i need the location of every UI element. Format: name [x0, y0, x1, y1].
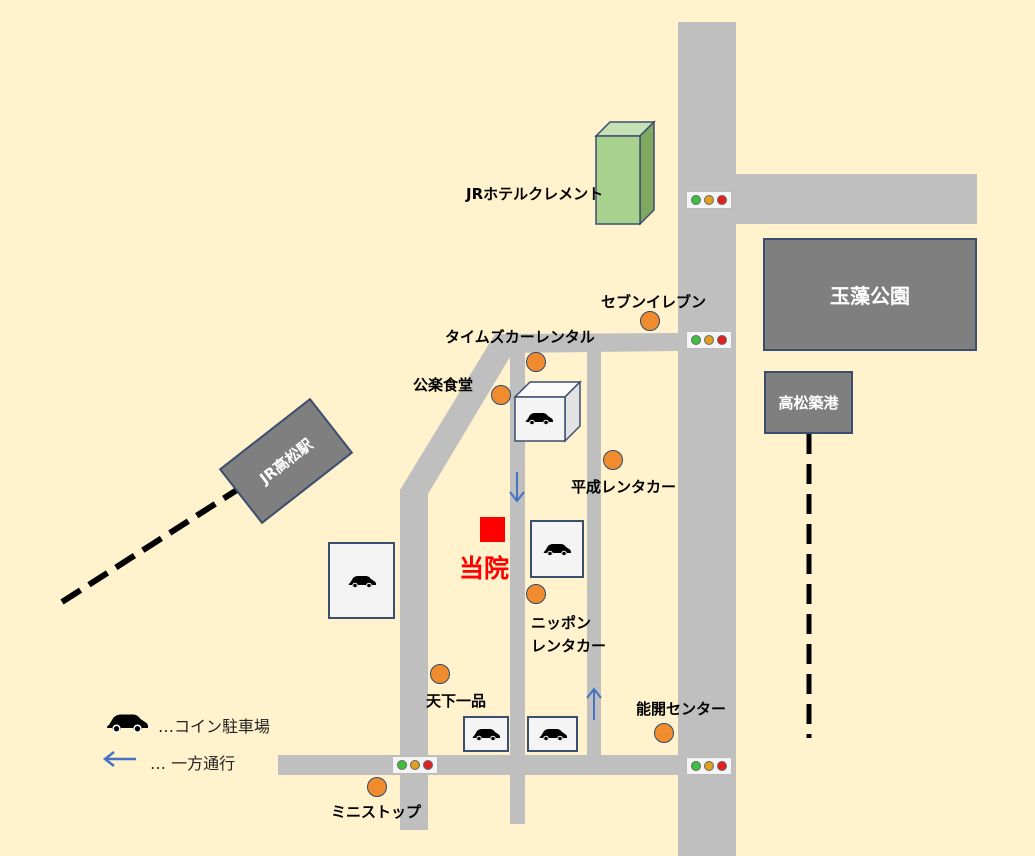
poi-label-kouraku: 公楽食堂 [413, 376, 474, 394]
poi-label-nippon-2: レンタカー [531, 637, 607, 655]
car-icon [472, 729, 500, 742]
park-label: 玉藻公園 [830, 284, 910, 308]
legend-coin-parking-text: …コイン駐車場 [158, 717, 271, 736]
traffic-signal-icon [686, 757, 732, 775]
car-icon [107, 714, 148, 733]
poi-label-times-car: タイムズカーレンタル [445, 328, 595, 346]
left-vertical-road [400, 490, 428, 830]
park-box: 玉藻公園 [763, 238, 977, 351]
clinic-marker [480, 517, 505, 542]
poi-label-nippon-1: ニッポン [531, 614, 592, 632]
poi-label-seven-eleven: セブンイレブン [601, 293, 707, 311]
hotel-label: JRホテルクレメント [466, 185, 604, 203]
poi-marker-icon [430, 664, 450, 684]
side-street-road [587, 350, 601, 755]
poi-marker-icon [603, 450, 623, 470]
poi-marker-icon [367, 777, 387, 797]
hotel-building [594, 120, 656, 226]
one-way-arrow-icon [509, 472, 525, 503]
traffic-signal-icon [686, 191, 732, 209]
poi-label-ministop: ミニストップ [331, 803, 422, 821]
bottom-road [278, 755, 678, 775]
poi-marker-icon [654, 723, 674, 743]
legend-one-way-text: … 一方通行 [150, 754, 236, 773]
car-icon [543, 544, 571, 557]
east-road [736, 174, 977, 224]
poi-marker-icon [526, 352, 546, 372]
port-label: 高松築港 [778, 394, 839, 412]
traffic-signal-icon [392, 756, 438, 774]
clinic-label: 当院 [459, 554, 510, 583]
parking-lot [328, 542, 395, 619]
diagonal-road [400, 334, 513, 494]
parking-lot [527, 716, 578, 752]
car-icon [539, 729, 567, 742]
parking-lot [463, 716, 509, 752]
traffic-signal-icon [686, 331, 732, 349]
poi-marker-icon [640, 311, 660, 331]
parking-lot-3d-car [524, 410, 554, 430]
port-box: 高松築港 [764, 371, 853, 434]
station-building [218, 397, 354, 525]
railway-line-icon [60, 485, 242, 605]
parking-lot [530, 520, 584, 578]
poi-label-tenkaippin: 天下一品 [426, 692, 487, 710]
poi-label-noukai: 能開センター [636, 700, 727, 718]
poi-label-heisei: 平成レンタカー [571, 478, 677, 496]
car-icon [348, 575, 376, 588]
car-icon [525, 413, 553, 426]
one-way-arrow-icon [102, 751, 136, 767]
upper-cross-road [495, 333, 678, 353]
main-avenue-road [678, 22, 736, 856]
poi-marker-icon [491, 385, 511, 405]
poi-marker-icon [526, 584, 546, 604]
legend-car [103, 710, 151, 738]
one-way-arrow-icon [586, 687, 602, 720]
clinic-street-road [510, 345, 525, 824]
